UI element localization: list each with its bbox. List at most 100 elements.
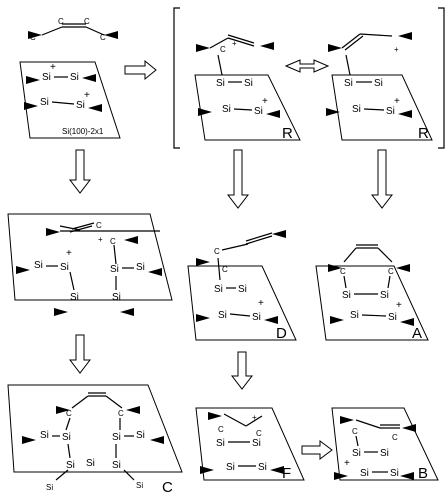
si-atom: Si (76, 100, 85, 111)
si-atom: Si (66, 460, 75, 471)
plus-charge: + (232, 39, 237, 48)
plus-charge: + (98, 235, 103, 244)
si-atom: Si (136, 430, 145, 441)
bare-surface: Si Si + Si Si + Si(100)-2x1 (19, 61, 121, 139)
atom-c: C (118, 409, 124, 418)
atom-c: C (110, 237, 116, 246)
si-atom: Si (350, 310, 359, 321)
si-atom: Si (214, 284, 223, 295)
panel-d: C C Si Si Si Si + D (187, 230, 297, 342)
si-atom: Si (86, 458, 95, 469)
panel-label-r1: R (282, 125, 293, 142)
plus-charge: + (396, 300, 402, 311)
si-atom: Si (112, 460, 121, 471)
panel-label-a: A (412, 325, 422, 342)
si-atom: Si (42, 72, 51, 83)
si-atom: Si (388, 312, 397, 323)
atom-c: C (222, 265, 228, 274)
atom-c: C (340, 267, 346, 276)
si-atom: Si (62, 432, 71, 443)
panel-label-b: B (418, 465, 428, 482)
si-atom: Si (70, 72, 79, 83)
panel-label-r2: R (418, 125, 429, 142)
arrow-down-icon (230, 351, 254, 390)
si-atom: Si (136, 262, 145, 273)
plus-charge: + (84, 90, 90, 101)
si-atom: Si (70, 292, 79, 303)
si-atom: Si (244, 78, 253, 89)
plus-charge: + (394, 96, 400, 107)
arrow-down-icon (370, 149, 394, 209)
si-atom: Si (254, 106, 263, 117)
si-atom: Si (46, 483, 53, 492)
reactant-molecule: C C C C (28, 17, 118, 42)
panel-f: C C + Si Si Si Si F (195, 407, 305, 482)
si-atom: Si (60, 262, 69, 273)
si-atom: Si (344, 78, 353, 89)
si-atom: Si (216, 78, 225, 89)
si-atom: Si (226, 462, 235, 473)
si-atom: Si (352, 104, 361, 115)
si-atom: Si (258, 462, 267, 473)
si-atom: Si (374, 78, 383, 89)
reactant-atom-c4: C (100, 33, 106, 42)
plus-charge: + (50, 62, 56, 73)
resonance-bracket (173, 7, 445, 149)
si-atom: Si (216, 438, 225, 449)
si-atom: Si (40, 430, 49, 441)
panel-b: C C Si Si Si Si + B (331, 407, 439, 482)
si-atom: Si (110, 264, 119, 275)
si-atom: Si (380, 448, 389, 459)
atom-c: C (220, 45, 226, 54)
atom-c: C (256, 429, 262, 438)
si-atom: Si (342, 290, 351, 301)
arrow-down-icon (68, 149, 92, 194)
plus-charge: + (344, 458, 350, 469)
reactant-atom-c1: C (30, 33, 36, 42)
plus-charge: + (262, 96, 268, 107)
si-atom: Si (252, 438, 261, 449)
si-atom: Si (252, 312, 261, 323)
panel-label-d: D (276, 325, 287, 342)
si-atom: Si (40, 97, 49, 108)
panel-label-c: C (162, 479, 173, 496)
atom-c: C (388, 267, 394, 276)
arrow-right-icon (124, 59, 157, 81)
si-atom: Si (112, 292, 121, 303)
arrow-down-icon (68, 334, 92, 374)
reactant-atom-c2: C (58, 17, 64, 26)
si-atom: Si (136, 481, 143, 490)
atom-c: C (96, 221, 102, 230)
plus-charge: + (394, 45, 399, 54)
plus-charge: + (252, 413, 257, 422)
resonance-arrow-icon (284, 59, 330, 73)
panel-intermediate: C + C Si Si + Si Si Si Si (7, 213, 173, 316)
si-atom: Si (380, 290, 389, 301)
panel-r2: + Si Si Si Si + R (326, 32, 433, 142)
si-atom: Si (386, 106, 395, 117)
si-atom: Si (238, 284, 247, 295)
atom-c: C (352, 427, 358, 436)
si-atom: Si (222, 104, 231, 115)
reactant-atom-c3: C (84, 17, 90, 26)
si-atom: Si (352, 448, 361, 459)
arrow-right-icon (301, 440, 333, 460)
panel-a: C C Si Si Si Si + A (315, 244, 429, 342)
plus-charge: + (66, 248, 72, 259)
si-atom: Si (34, 260, 43, 271)
panel-r1: C + Si Si Si Si + R (194, 34, 301, 142)
arrow-down-icon (226, 149, 250, 209)
surface-label: Si(100)-2x1 (62, 127, 104, 136)
si-atom: Si (390, 468, 399, 479)
atom-c: C (66, 409, 72, 418)
atom-c: C (214, 247, 220, 256)
panel-c: C C Si Si Si Si Si Si Si Si Si C (7, 384, 183, 496)
panel-label-f: F (282, 465, 291, 482)
plus-charge: + (258, 298, 264, 309)
si-atom: Si (112, 432, 121, 443)
si-atom: Si (360, 468, 369, 479)
si-atom: Si (218, 310, 227, 321)
atom-c: C (218, 425, 224, 434)
atom-c: C (392, 433, 398, 442)
